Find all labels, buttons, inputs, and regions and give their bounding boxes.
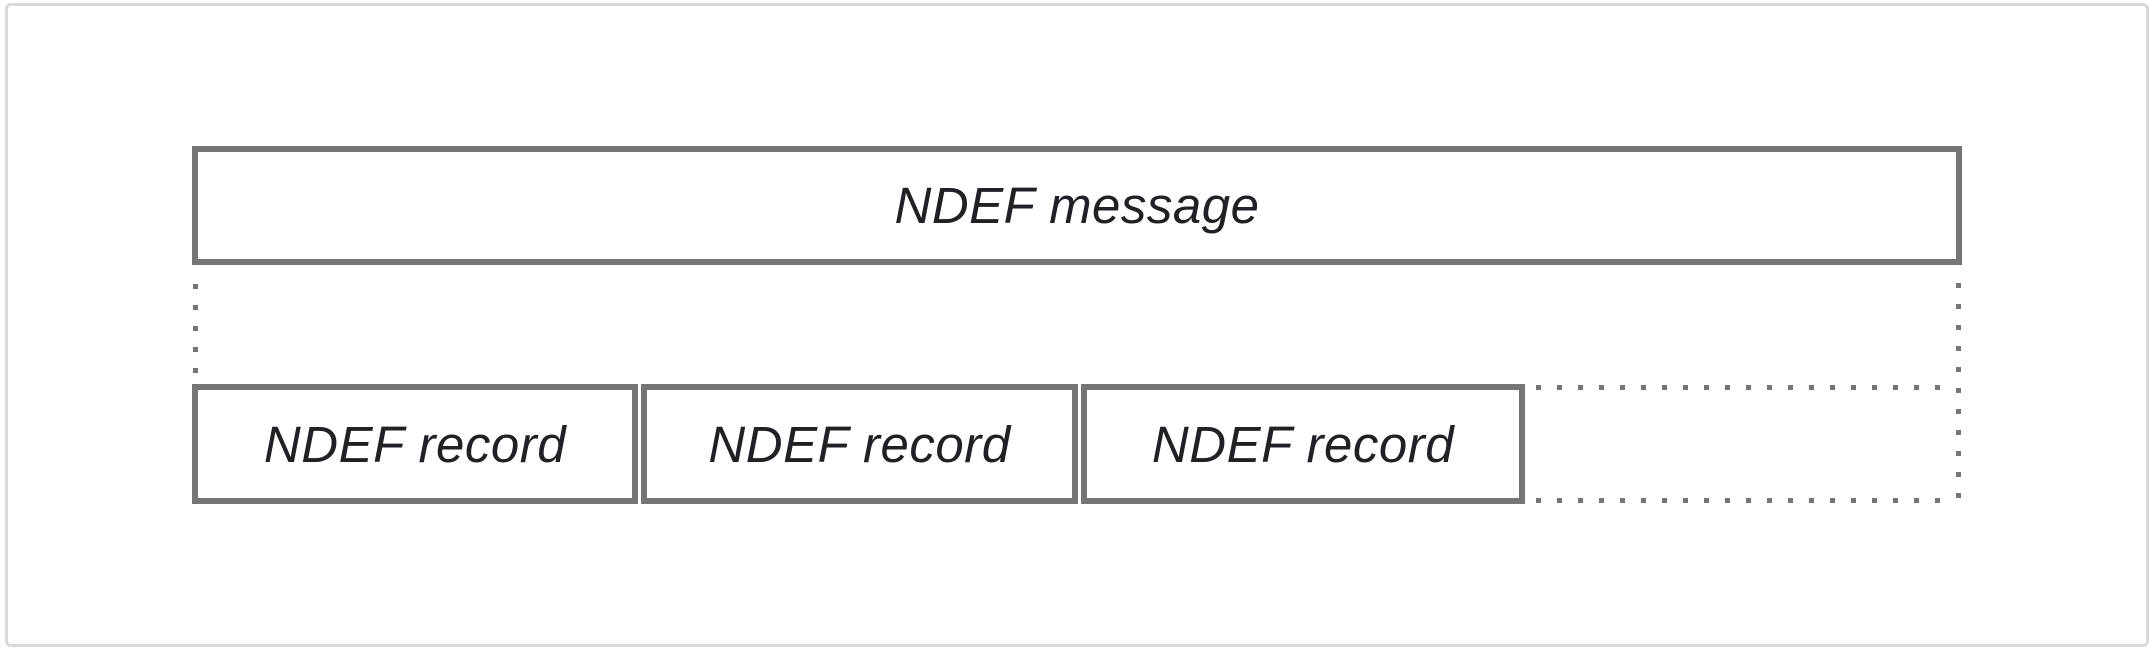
dotted-connector-right xyxy=(1956,283,1961,504)
ndef-message-label: NDEF message xyxy=(894,177,1260,234)
ndef-record-box: NDEF record xyxy=(641,384,1078,504)
dotted-continuation-top xyxy=(1536,385,1948,390)
dotted-connector-left xyxy=(193,284,198,376)
ndef-message-box: NDEF message xyxy=(192,146,1962,265)
ndef-record-label: NDEF record xyxy=(263,415,567,473)
ndef-record-box: NDEF record xyxy=(1081,384,1525,504)
diagram-frame xyxy=(5,3,2149,647)
ndef-record-label: NDEF record xyxy=(1151,415,1455,473)
dotted-continuation-bottom xyxy=(1536,498,1948,503)
ndef-record-box: NDEF record xyxy=(192,384,638,504)
ndef-record-label: NDEF record xyxy=(708,415,1011,473)
